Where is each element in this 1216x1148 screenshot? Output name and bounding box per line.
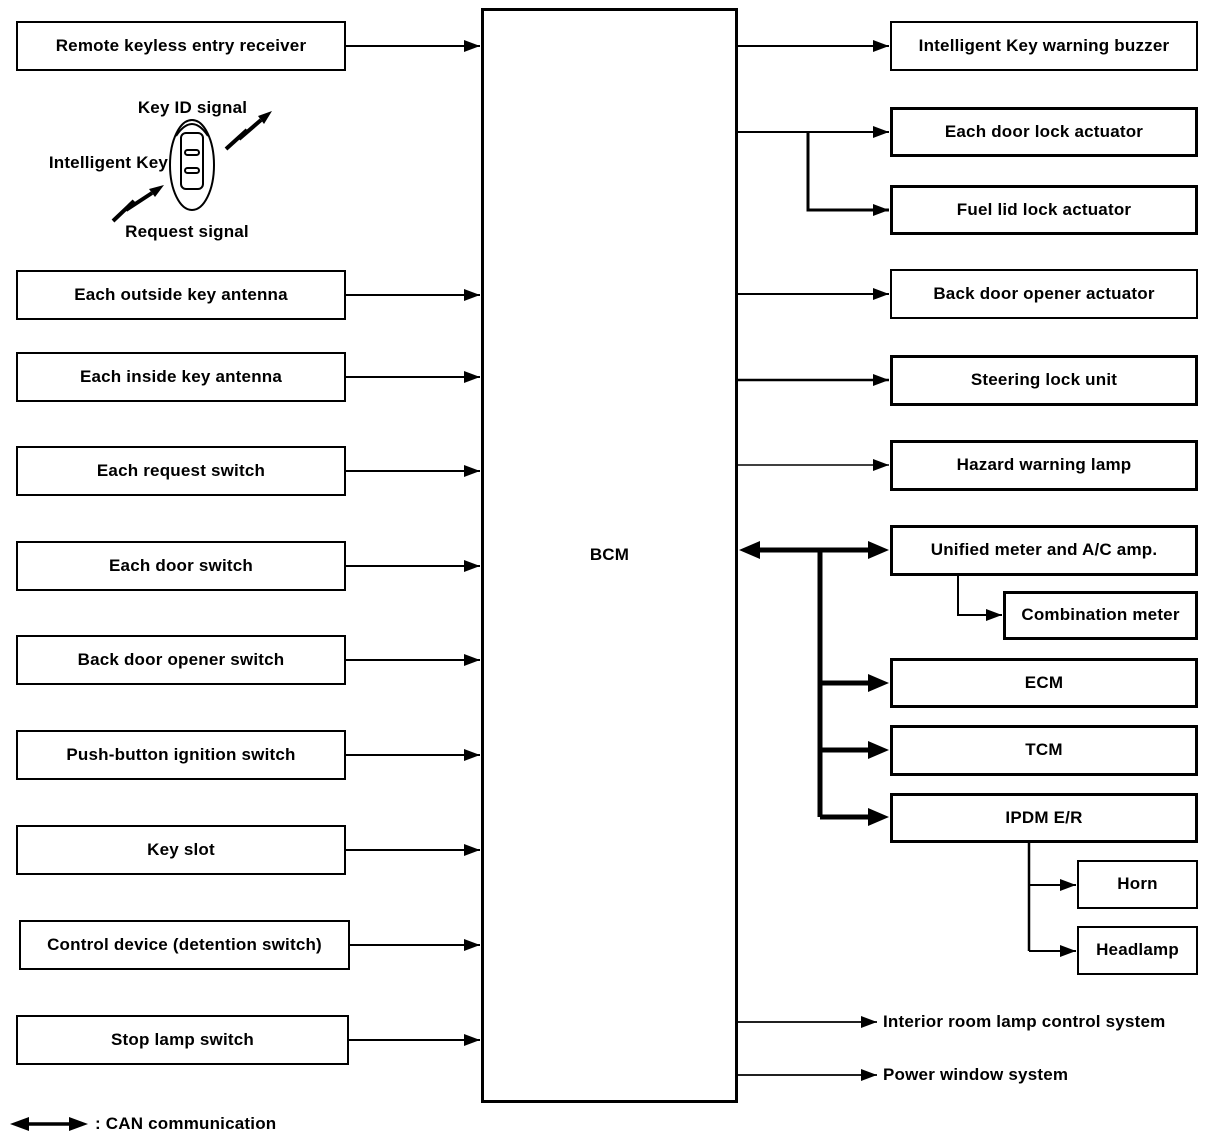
box-each-door-switch: Each door switch bbox=[16, 541, 346, 591]
box-label: Each door switch bbox=[109, 555, 253, 575]
intelligent-key-fob-icon bbox=[169, 119, 215, 211]
box-label: Combination meter bbox=[1021, 605, 1180, 625]
legend-can-communication: : CAN communication bbox=[95, 1114, 277, 1133]
box-label: Hazard warning lamp bbox=[956, 455, 1132, 475]
box-label: Control device (detention switch) bbox=[47, 934, 322, 954]
box-control-device-detention-switch: Control device (detention switch) bbox=[19, 920, 350, 970]
box-label: Each outside key antenna bbox=[74, 284, 288, 304]
can-communication-lines bbox=[739, 541, 889, 826]
box-steering-lock-unit: Steering lock unit bbox=[890, 355, 1198, 406]
box-label: Each inside key antenna bbox=[79, 366, 283, 386]
radio-wave-arrows bbox=[111, 111, 272, 223]
box-label: Each door lock actuator bbox=[944, 121, 1144, 141]
box-label: Back door opener switch bbox=[77, 649, 285, 669]
box-label: IPDM E/R bbox=[1005, 807, 1083, 827]
box-tcm: TCM bbox=[890, 725, 1198, 776]
box-horn: Horn bbox=[1077, 860, 1198, 909]
box-hazard-warning-lamp: Hazard warning lamp bbox=[890, 440, 1198, 491]
box-intelligent-key-warning-buzzer: Intelligent Key warning buzzer bbox=[890, 21, 1198, 71]
box-stop-lamp-switch: Stop lamp switch bbox=[16, 1015, 349, 1065]
box-ecm: ECM bbox=[890, 658, 1198, 708]
label-request-signal: Request signal bbox=[125, 222, 249, 241]
box-label: Remote keyless entry receiver bbox=[55, 35, 307, 55]
box-headlamp: Headlamp bbox=[1077, 926, 1198, 975]
box-each-request-switch: Each request switch bbox=[16, 446, 346, 496]
box-label: Intelligent Key warning buzzer bbox=[918, 35, 1170, 55]
box-label: Headlamp bbox=[1096, 940, 1179, 960]
bcm-label: BCM bbox=[589, 545, 630, 565]
legend-can-arrow-icon bbox=[10, 1117, 88, 1131]
box-label: Fuel lid lock actuator bbox=[956, 199, 1132, 219]
box-label: Push-button ignition switch bbox=[66, 744, 296, 764]
box-back-door-opener-actuator: Back door opener actuator bbox=[890, 269, 1198, 319]
box-label: Each request switch bbox=[96, 460, 266, 480]
label-key-id-signal: Key ID signal bbox=[137, 98, 248, 117]
box-label: Steering lock unit bbox=[970, 370, 1118, 390]
box-unified-meter-ac-amp: Unified meter and A/C amp. bbox=[890, 525, 1198, 576]
box-bcm: BCM bbox=[481, 8, 738, 1103]
label-power-window-system: Power window system bbox=[883, 1065, 1069, 1084]
box-each-door-lock-actuator: Each door lock actuator bbox=[890, 107, 1198, 157]
label-intelligent-key: Intelligent Key bbox=[48, 153, 168, 172]
box-push-button-ignition-switch: Push-button ignition switch bbox=[16, 730, 346, 780]
box-label: Horn bbox=[1117, 874, 1158, 894]
label-interior-room-lamp-control-system: Interior room lamp control system bbox=[883, 1012, 1166, 1031]
left-input-arrows bbox=[346, 40, 480, 1046]
box-each-inside-key-antenna: Each inside key antenna bbox=[16, 352, 346, 402]
box-remote-keyless-entry-receiver: Remote keyless entry receiver bbox=[16, 21, 346, 71]
box-fuel-lid-lock-actuator: Fuel lid lock actuator bbox=[890, 185, 1198, 235]
box-label: Unified meter and A/C amp. bbox=[930, 540, 1158, 560]
box-back-door-opener-switch: Back door opener switch bbox=[16, 635, 346, 685]
box-ipdm-er: IPDM E/R bbox=[890, 793, 1198, 843]
box-label: ECM bbox=[1024, 672, 1064, 692]
box-key-slot: Key slot bbox=[16, 825, 346, 875]
box-label: Back door opener actuator bbox=[933, 283, 1155, 303]
box-label: Stop lamp switch bbox=[111, 1029, 254, 1049]
box-combination-meter: Combination meter bbox=[1003, 591, 1198, 640]
box-each-outside-key-antenna: Each outside key antenna bbox=[16, 270, 346, 320]
box-label: TCM bbox=[1025, 740, 1063, 760]
right-output-arrows bbox=[738, 40, 1076, 1081]
box-label: Key slot bbox=[147, 839, 215, 859]
